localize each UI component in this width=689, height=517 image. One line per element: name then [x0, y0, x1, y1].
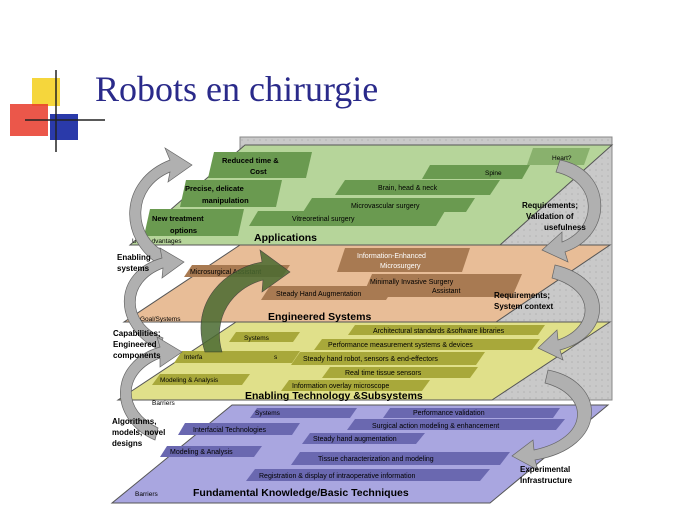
fundamental-item: Surgical action modeling & enhancement — [372, 423, 499, 430]
fundamental-layer-title: Fundamental Knowledge/Basic Techniques — [193, 487, 409, 499]
engineered-box — [362, 274, 522, 297]
enabling-layer-title: Enabling Technology &Subsystems — [245, 390, 423, 402]
side-label-req-validation: usefulness — [544, 223, 586, 232]
applications-item: Spine — [485, 170, 502, 177]
enabling-item: Information overlay microscope — [292, 383, 389, 390]
applications-item: Brain, head & neck — [378, 185, 438, 192]
side-label-experimental: Infrastructure — [520, 476, 573, 485]
side-label-enabling-systems: systems — [117, 264, 150, 273]
enabling-item: Steady hand robot, sensors & end-effecto… — [303, 356, 438, 363]
engineered-item: Microsurgery — [380, 263, 421, 270]
benefit-box — [208, 152, 312, 178]
benefit-label: New treatment — [152, 214, 204, 223]
left-curved-arrow-icon — [124, 247, 185, 351]
applications-box — [527, 148, 590, 165]
enabling-box — [281, 380, 430, 391]
fundamental-item: Interfacial Technologies — [193, 427, 267, 434]
side-label-req-context: Requirements; — [494, 291, 550, 300]
side-label-req-context: System context — [494, 302, 553, 311]
fundamental-item: Tissue characterization and modeling — [318, 456, 434, 463]
fundamental-box — [291, 452, 510, 465]
engineered-item: Assistant — [432, 288, 460, 295]
applications-item: Vitreoretinal surgery — [292, 216, 355, 223]
engineered-item: Information-Enhanced — [357, 253, 426, 260]
engineered-layer-title: Engineered Systems — [268, 311, 371, 323]
enabling-item: Architectural standards &software librar… — [373, 328, 505, 335]
logo-squares-icon — [10, 70, 105, 152]
side-label-enabling-systems: Enabling — [117, 253, 151, 262]
enabling-item: Systems — [244, 335, 270, 342]
fundamental-box — [383, 408, 560, 418]
side-label-algorithms: models, novel — [112, 428, 165, 437]
fundamental-barriers: Barriers — [135, 491, 159, 498]
enabling-item: Interfa — [184, 354, 203, 361]
enabling-item: Performance measurement systems & device… — [328, 342, 473, 349]
fundamental-box — [160, 446, 262, 457]
applications-box — [335, 180, 500, 195]
center-curved-arrow-icon — [200, 249, 291, 353]
side-label-capabilities: Engineered — [113, 340, 157, 349]
fundamental-item: Performance validation — [413, 410, 485, 417]
applications-box — [249, 211, 445, 226]
side-label-capabilities: Capabilities; — [113, 329, 161, 338]
fundamental-box — [347, 419, 565, 430]
side-label-capabilities: components — [113, 351, 161, 360]
benefit-label: options — [170, 226, 197, 235]
benefit-label: manipulation — [202, 196, 249, 205]
applications-item: Heart? — [552, 155, 572, 162]
right-curved-arrow-icon — [511, 369, 592, 471]
page-title: Robots en chirurgie — [95, 69, 379, 109]
engineered-item: Microsurgical Assistant — [190, 269, 261, 276]
enabling-box — [322, 367, 478, 378]
fundamental-box — [246, 469, 490, 481]
benefit-label: Cost — [250, 167, 267, 176]
enabling-box — [174, 351, 300, 363]
left-curved-arrow-icon — [129, 147, 193, 266]
engineered-box — [261, 286, 395, 300]
enabling-box — [152, 374, 250, 385]
benefit-box — [144, 209, 244, 236]
enabling-box — [348, 325, 545, 335]
enabling-item: Real time tissue sensors — [345, 370, 422, 377]
right-curved-arrow-icon — [541, 159, 602, 263]
right-curved-arrow-icon — [537, 264, 600, 361]
fundamental-box — [302, 433, 425, 444]
fundamental-item: Registration & display of intraoperative… — [259, 473, 416, 480]
enabling-item: Modeling & Analysis — [160, 377, 219, 384]
fundamental-item: Systems — [255, 410, 281, 417]
fundamental-box — [178, 423, 300, 435]
enabling-barriers: Barriers — [152, 400, 176, 407]
enabling-box — [229, 332, 300, 342]
benefit-box — [180, 180, 282, 207]
engineered-box — [337, 248, 470, 272]
fundamental-box — [250, 408, 357, 418]
applications-layer-title: Applications — [254, 232, 317, 244]
fundamental-item: Modeling & Analysis — [170, 449, 233, 456]
left-curved-arrow-icon — [120, 336, 183, 441]
benefit-label: Reduced time & — [222, 156, 279, 165]
engineered-item: Minimally Invasive Surgery — [370, 279, 454, 286]
enabling-item: s — [274, 354, 278, 361]
engineered-item: Steady Hand Augmentation — [276, 291, 361, 298]
side-label-experimental: Experimental — [520, 465, 570, 474]
side-label-algorithms: Algorithms, — [112, 417, 156, 426]
applications-item: Microvascular surgery — [351, 203, 420, 210]
fundamental-item: Steady hand augmentation — [313, 436, 397, 443]
user-advantages-label: User Advantages — [132, 238, 182, 245]
applications-box — [422, 165, 530, 179]
engineered-goal: Goal/Systems — [140, 316, 181, 323]
enabling-box — [314, 339, 540, 350]
applications-box — [303, 198, 475, 212]
side-label-req-validation: Requirements; — [522, 201, 578, 210]
enabling-box — [291, 352, 485, 365]
side-label-algorithms: designs — [112, 439, 143, 448]
benefit-label: Precise, delicate — [185, 184, 244, 193]
side-label-req-validation: Validation of — [526, 212, 574, 221]
